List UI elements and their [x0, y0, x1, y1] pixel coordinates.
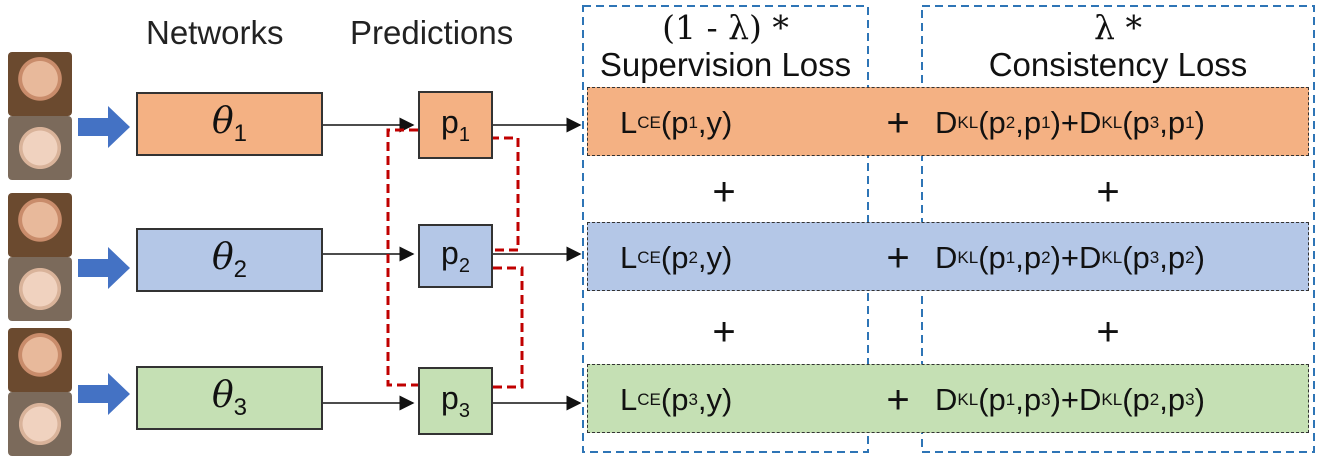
header-networks: Networks: [146, 14, 284, 51]
sup-between-plus-1: +: [712, 170, 736, 214]
consistency-link-right-top: [490, 136, 520, 252]
network-box-1: θ1: [136, 92, 323, 156]
prediction-box-3: p3: [418, 367, 493, 435]
consistency-panel: [921, 5, 1315, 453]
input-face-image-3a: [8, 328, 72, 392]
network-box-2: θ2: [136, 228, 323, 292]
input-face-image-3b: [8, 392, 72, 456]
consistency-link-right-bottom: [493, 266, 524, 389]
network-box-3: θ3: [136, 366, 323, 430]
prediction-box-2: p2: [418, 224, 493, 288]
prediction-box-1: p1: [418, 91, 493, 159]
row-plus-2: +: [886, 236, 910, 280]
header-supervision-label: Supervision Loss: [599, 46, 852, 83]
row-plus-1: +: [886, 101, 910, 145]
network-label-2: θ2: [211, 236, 248, 283]
input-face-image-1b: [8, 116, 72, 180]
loss-row-2: [587, 222, 1309, 291]
loss-row-3: [587, 364, 1309, 433]
prediction-label-3: p3: [441, 379, 470, 422]
cons-between-plus-2: +: [1096, 310, 1120, 354]
header-consistency-coef: λ *: [1094, 8, 1142, 47]
input-arrow-1: [78, 106, 130, 148]
input-face-image-2a: [8, 193, 72, 257]
loss-row-1: [587, 87, 1309, 156]
consistency-link-left: [386, 128, 418, 387]
header-supervision-coef: (1 - λ) *: [662, 8, 789, 47]
header-predictions: Predictions: [350, 14, 514, 51]
prediction-label-2: p2: [441, 234, 470, 277]
header-consistency-label: Consistency Loss: [988, 46, 1248, 83]
input-arrow-2: [78, 247, 130, 289]
network-label-1: θ1: [211, 100, 248, 147]
row-plus-3: +: [886, 378, 910, 422]
input-face-image-1a: [8, 52, 72, 116]
input-face-image-2b: [8, 257, 72, 321]
prediction-label-1: p1: [441, 103, 470, 146]
cons-between-plus-1: +: [1096, 170, 1120, 214]
sup-between-plus-2: +: [712, 310, 736, 354]
input-arrow-3: [78, 373, 130, 415]
network-label-3: θ3: [211, 374, 248, 421]
